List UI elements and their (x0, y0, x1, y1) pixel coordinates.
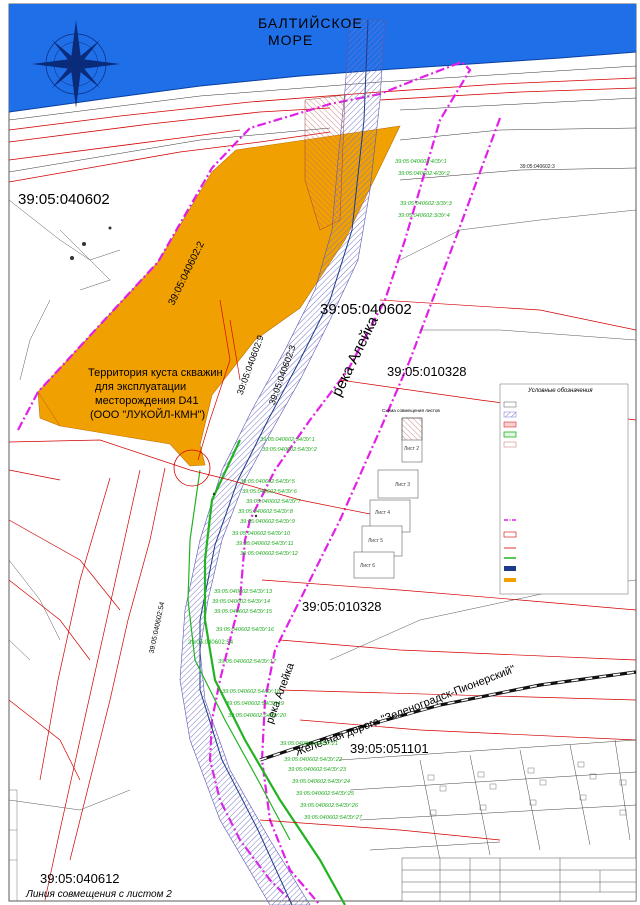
green-parcel-label: 39:05:040602:54/ЗУ:17 (218, 659, 276, 665)
parcel-label: 39:05:010328 (387, 364, 467, 379)
green-parcel-label: 39:05:040602:54/ЗУ:11 (236, 541, 294, 547)
green-parcel-label: 39:05:040602:54/ЗУ:19 (226, 701, 284, 707)
well-circle (173, 449, 211, 487)
territory-line3: месторождения D41 (95, 395, 199, 407)
green-parcel-label: 39:05:040602:4/ЗУ:1 (395, 159, 447, 165)
boundary-line-right (260, 117, 502, 905)
green-parcel-label: 39:05:040602:54/ЗУ:24 (292, 779, 350, 785)
green-parcel-label: 39:05:040602:54/ЗУ:16 (216, 627, 274, 633)
green-parcel-label: 39:05:040602:54/ЗУ:6 (242, 489, 297, 495)
pipeline-axis (199, 19, 369, 905)
coast-parcel-lines (8, 77, 637, 183)
parcel-label: 39:05:010328 (302, 599, 382, 614)
pipeline-corridor (179, 19, 386, 905)
green-parcel-label: 39:05:040602:3/ЗУ:3 (400, 201, 452, 207)
parcel-lines (8, 299, 637, 901)
sheet-label: Лист 6 (360, 563, 376, 569)
territory-area (37, 125, 401, 467)
green-parcel-label: 39:05:040602:54/ЗУ:9 (240, 519, 295, 525)
sea-name-line2: МОРЕ (268, 32, 314, 48)
green-parcel-label: 39:05:040602:54/ЗУ:20 (228, 713, 286, 719)
legend-title: Условные обозначения (528, 388, 593, 394)
survey-marks (70, 226, 258, 518)
parcel-label-small: 39:05:040602:3 (520, 164, 555, 170)
green-parcel-label: 39:05:040602:54/ЗУ:15 (214, 609, 272, 615)
green-parcel-label: 39:05:040602:54/ЗУ:21 (280, 741, 338, 747)
context-lines (8, 199, 637, 811)
green-parcel-label: 39:05:040602:54/ЗУ:22 (284, 757, 342, 763)
green-strip (203, 439, 346, 905)
sheet-label: Лист 5 (368, 538, 384, 544)
sea-area (9, 4, 636, 112)
parcel-label: 39:05:040612 (40, 871, 120, 886)
sheet-label: Лист 2 (404, 446, 420, 452)
green-parcel-label: 39:05:040602:54/ЗУ:25 (296, 791, 354, 797)
green-parcel-label: 39:05:040602:54/ЗУ:23 (288, 767, 346, 773)
green-parcel-label: 39:05:040602:54/ЗУ:18 (222, 689, 280, 695)
left-stamp (8, 789, 18, 902)
sheet-label: Лист 3 (395, 482, 411, 488)
green-parcel-label: 39:05:040602:54/ЗУ:1 (260, 437, 315, 443)
sheet-scheme (353, 417, 423, 579)
coast-grey-lines (8, 65, 637, 181)
green-parcel-label: 39:05:040602:54/ЗУ:10 (232, 531, 290, 537)
green-parcel-label: 39:05:040602:54/ЗУ:13 (214, 589, 272, 595)
sheet-label: Лист 4 (375, 510, 391, 516)
parcel-label: 39:05:040602 (18, 191, 110, 208)
parcel-label: 39:05:040602 (320, 301, 412, 318)
territory-line2: для эксплуатации (95, 381, 187, 393)
sea-name-line1: БАЛТИЙСКОЕ (258, 15, 363, 31)
houses (427, 761, 627, 816)
territory-line4: (ООО "ЛУКОЙЛ-КМН") (90, 409, 206, 421)
green-parcel-label: 39:05:040602:54/ЗУ:27 (304, 815, 362, 821)
residential-blocks (339, 739, 637, 861)
green-parcel-label: 39:05:040602:54/ЗУ:2 (262, 447, 317, 453)
green-parcel-label: 39:05:040602:54/ЗУ:8 (238, 509, 293, 515)
territory-line1: Территория куста скважин (88, 367, 223, 379)
parcel-label-small: 39:05:040602:54 (188, 640, 234, 646)
match-line-label: Линия совмещения с листом 2 (26, 889, 172, 900)
scheme-title: Схема совмещения листов (382, 408, 440, 413)
green-parcel-label: 39:05:040602:54/ЗУ:7 (246, 499, 301, 505)
green-parcel-label: 39:05:040602:54/ЗУ:26 (300, 803, 358, 809)
shore-hatch (304, 94, 346, 231)
green-parcel-label: 39:05:040602:54/ЗУ:14 (212, 599, 270, 605)
legend-swatches (503, 401, 517, 582)
green-parcel-label: 39:05:040602:3/ЗУ:4 (398, 213, 450, 219)
green-parcel-label: 39:05:040602:4/ЗУ:2 (398, 171, 450, 177)
compass-rose (32, 20, 120, 108)
title-block (401, 857, 637, 902)
green-parcel-label: 39:05:040602:54/ЗУ:5 (240, 479, 295, 485)
legend-box (499, 383, 629, 595)
green-parcel-label: 39:05:040602:54/ЗУ:12 (240, 551, 298, 557)
parcel-label: 39:05:051101 (350, 741, 429, 756)
